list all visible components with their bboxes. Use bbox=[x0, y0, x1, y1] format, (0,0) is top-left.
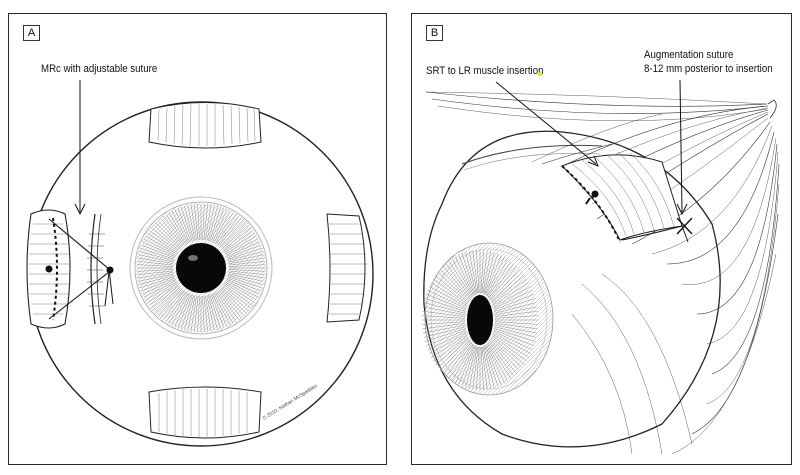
superior-muscle bbox=[148, 102, 262, 149]
mrc-pointer bbox=[74, 80, 86, 216]
medial-muscle-recessed bbox=[26, 209, 71, 329]
augmentation-pointer bbox=[676, 79, 688, 216]
adjustable-suture bbox=[48, 218, 114, 320]
inferior-muscle bbox=[148, 386, 262, 439]
pupil bbox=[176, 243, 226, 293]
lateral-muscle bbox=[326, 213, 367, 323]
augmentation-suture bbox=[621, 217, 693, 243]
iris bbox=[422, 242, 554, 396]
transposed-muscle bbox=[561, 151, 683, 243]
iris bbox=[129, 196, 273, 340]
panel-b: B SRT to LR muscle insertion Augmentatio… bbox=[411, 13, 792, 465]
augmentation-label-line2: 8-12 mm posterior to insertion bbox=[644, 63, 773, 75]
panel-a-letter: A bbox=[23, 25, 40, 41]
srt-label: SRT to LR muscle insertion bbox=[426, 65, 544, 77]
augmentation-label-line1: Augmentation suture bbox=[644, 49, 734, 61]
panel-a: A MRc with adjustable suture bbox=[8, 13, 387, 465]
mrc-label: MRc with adjustable suture bbox=[41, 63, 158, 75]
panel-b-letter: B bbox=[426, 25, 443, 41]
srt-pointer bbox=[495, 81, 599, 167]
muscle-cone bbox=[425, 91, 780, 455]
eye-oblique-view-illustration bbox=[422, 72, 780, 455]
eye-front-view-illustration: © 2010, Nathan McSpadden bbox=[26, 80, 374, 447]
pupil bbox=[467, 295, 493, 345]
